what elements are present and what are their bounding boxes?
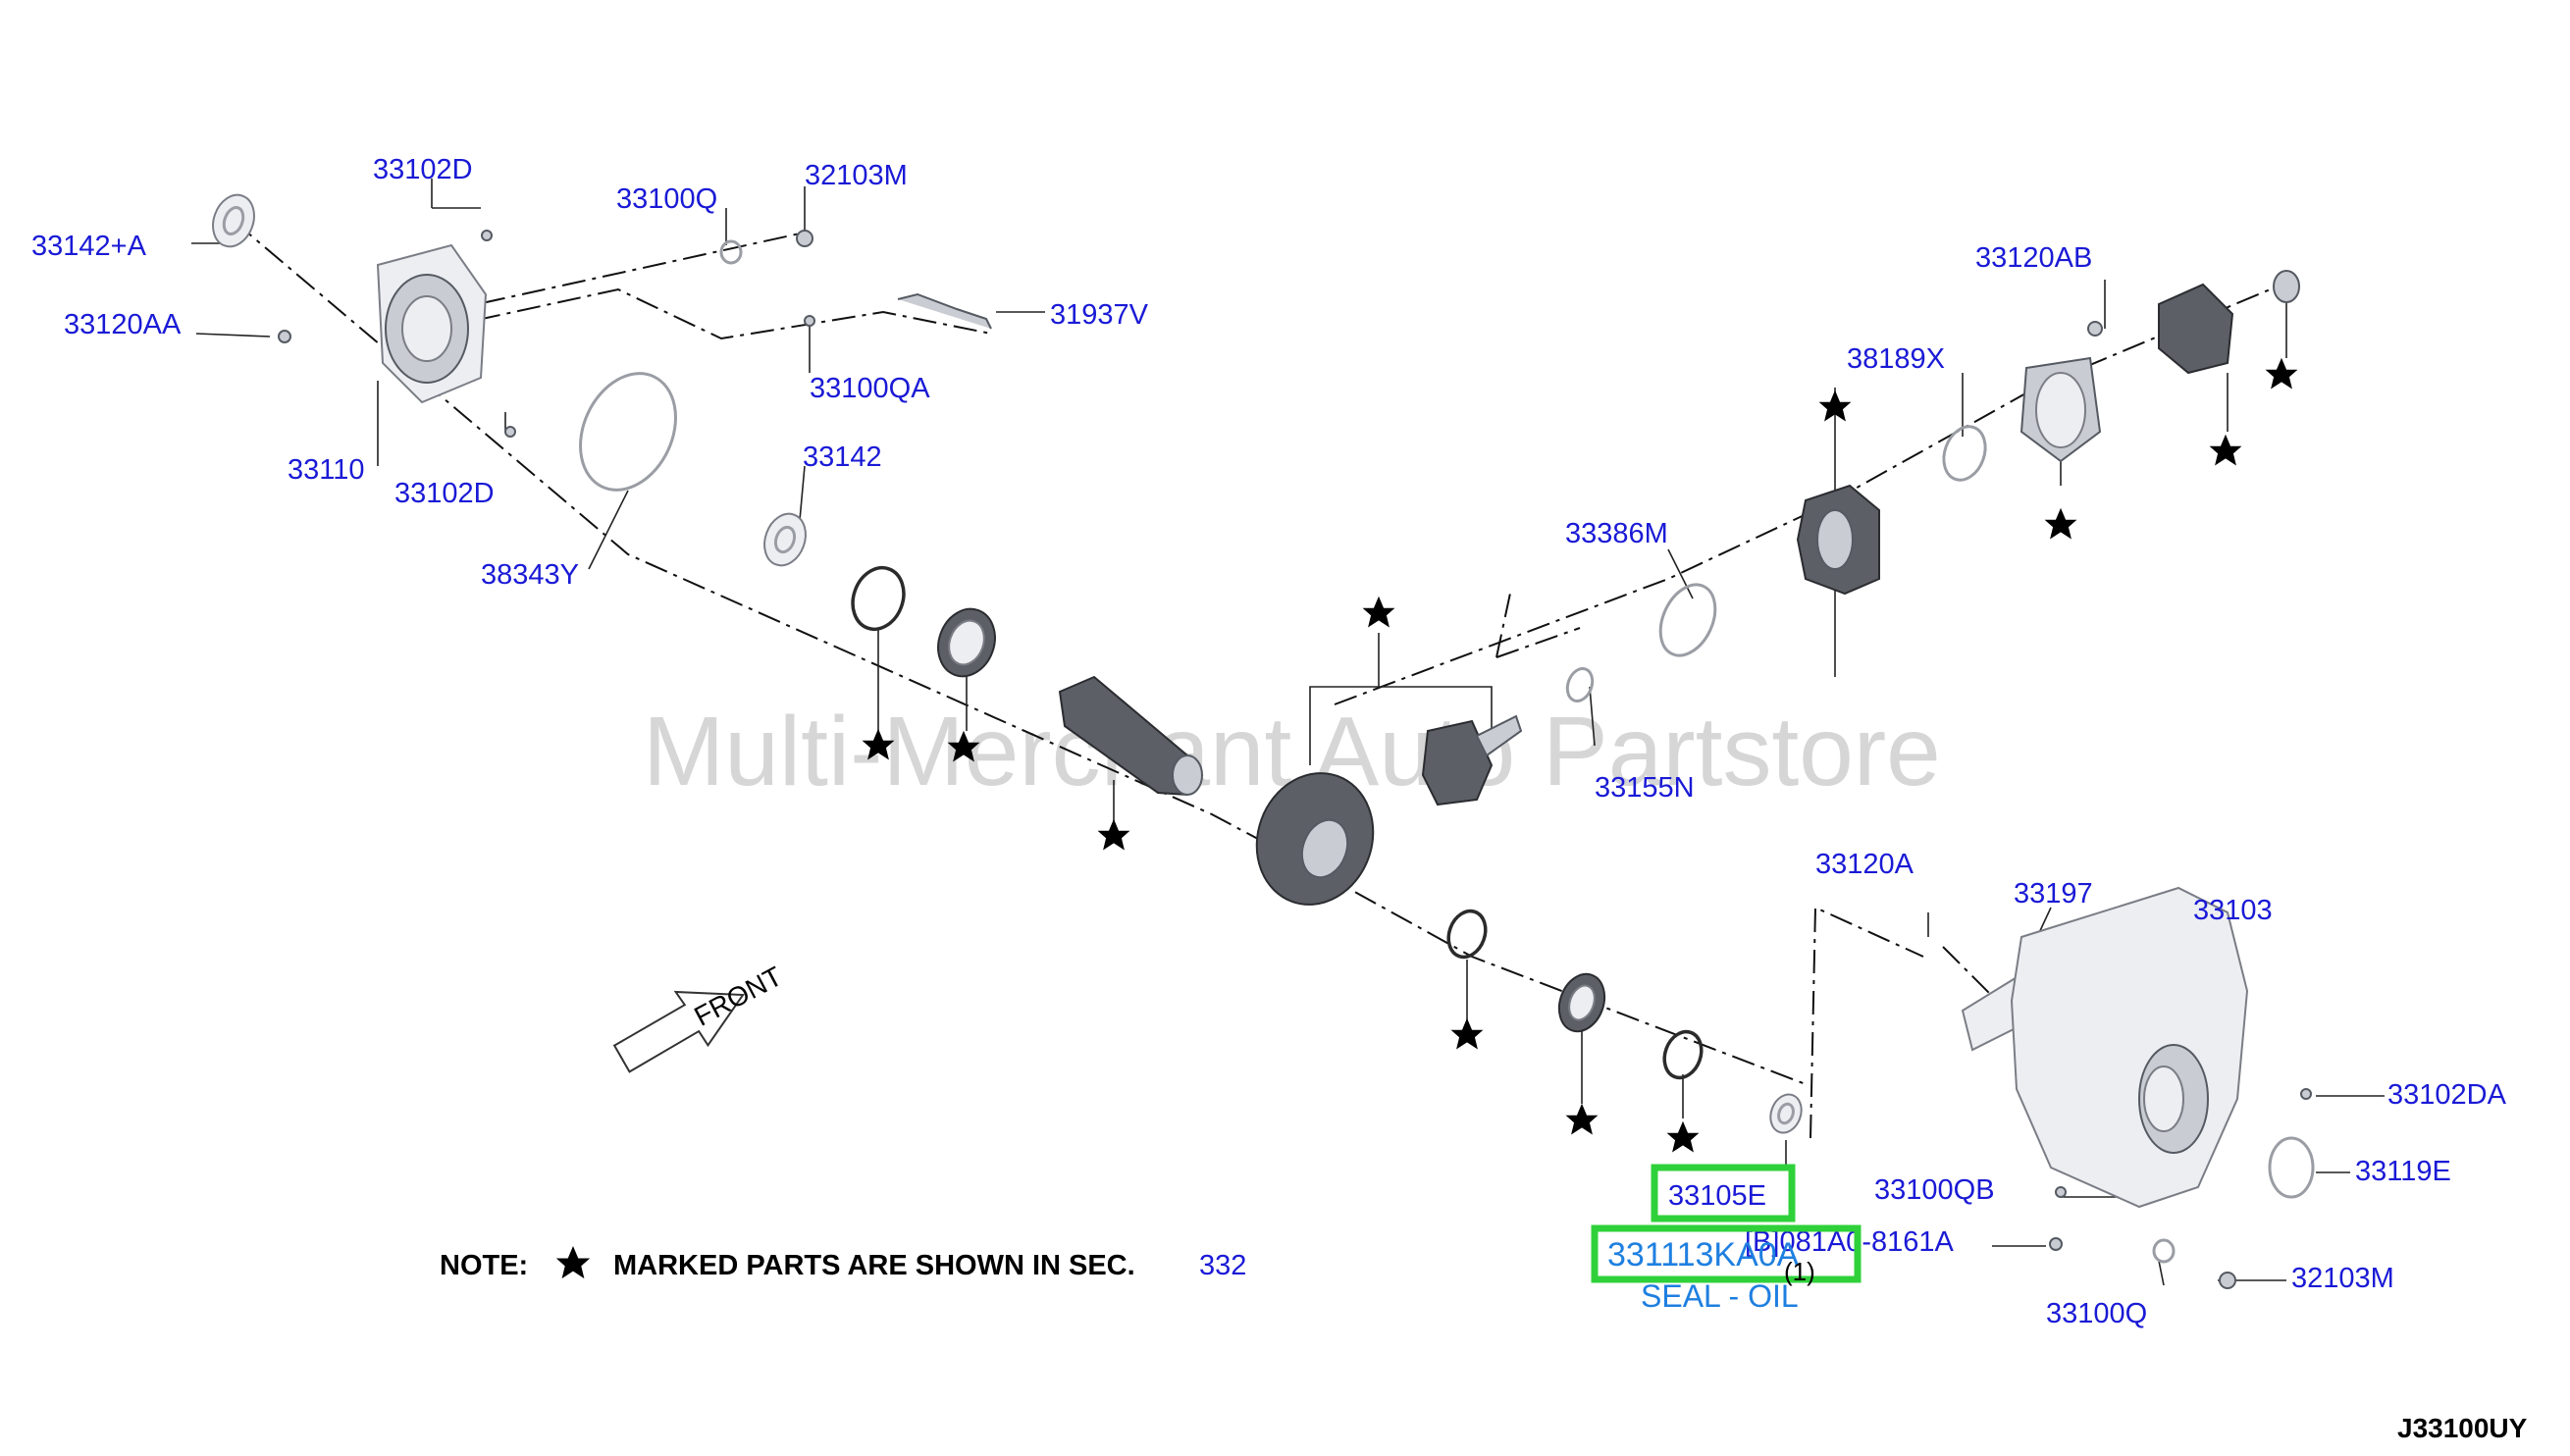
- part-label-33105e[interactable]: 33105E: [1668, 1180, 1766, 1212]
- part-label-33120a[interactable]: 33120A: [1815, 849, 1914, 880]
- leader-lines: [191, 179, 2385, 1286]
- marked-part-stars: [555, 357, 2298, 1279]
- left-cover-group: [212, 193, 992, 567]
- part-label-33142-a[interactable]: 33142+A: [31, 231, 147, 262]
- part-label-33110[interactable]: 33110: [288, 454, 365, 486]
- part-label-33120ab[interactable]: 33120AB: [1975, 242, 2092, 274]
- front-label: FRONT: [689, 961, 787, 1032]
- diagram-code: J33100UY: [2397, 1413, 2528, 1443]
- note-section-link[interactable]: 332: [1199, 1250, 1246, 1281]
- inner-rings-group: [851, 565, 1717, 906]
- highlight-box-part-number: [1591, 1224, 1862, 1283]
- part-label-33100q-bottom[interactable]: 33100Q: [2046, 1298, 2147, 1329]
- part-number[interactable]: 331113KA0A: [1607, 1236, 1800, 1274]
- highlight-box-33105e: [1651, 1164, 1796, 1222]
- part-label-31937v[interactable]: 31937V: [1050, 299, 1149, 331]
- star-icon: [1666, 1120, 1700, 1153]
- part-label-38189x[interactable]: 38189X: [1847, 343, 1945, 375]
- part-label-33142[interactable]: 33142: [803, 442, 882, 473]
- right-upper-group: [1796, 270, 2300, 596]
- part-label-32103m-top[interactable]: 32103M: [805, 160, 908, 191]
- part-label-33102d-top[interactable]: 33102D: [373, 154, 473, 185]
- star-icon: [555, 1246, 591, 1279]
- star-icon: [1565, 1103, 1599, 1135]
- part-label-33386m[interactable]: 33386M: [1565, 518, 1668, 549]
- star-icon: [947, 730, 980, 762]
- part-quantity: (1): [1784, 1257, 1815, 1286]
- part-label-33155n[interactable]: 33155N: [1595, 772, 1695, 804]
- note: NOTE: MARKED PARTS ARE SHOWN IN SEC. 332: [440, 1250, 1246, 1281]
- part-label-33102da[interactable]: 33102DA: [2387, 1079, 2507, 1111]
- star-icon: [1450, 1017, 1484, 1050]
- star-icon: [1097, 818, 1130, 851]
- star-icon: [1362, 596, 1395, 628]
- star-icon: [1818, 390, 1852, 422]
- front-arrow: FRONT: [612, 961, 787, 1073]
- part-label-33197[interactable]: 33197: [2014, 878, 2093, 910]
- star-icon: [2265, 357, 2298, 390]
- part-label-33103[interactable]: 33103: [2193, 895, 2273, 926]
- part-label-33119e[interactable]: 33119E: [2355, 1156, 2451, 1187]
- right-lower-group: [1446, 886, 2315, 1289]
- part-label-32103m-bottom[interactable]: 32103M: [2291, 1263, 2394, 1294]
- part-description[interactable]: SEAL - OIL: [1641, 1278, 1799, 1314]
- part-label-33100qb[interactable]: 33100QB: [1874, 1174, 1995, 1206]
- note-text: MARKED PARTS ARE SHOWN IN SEC.: [613, 1250, 1135, 1281]
- part-label-33120aa[interactable]: 33120AA: [64, 309, 182, 340]
- part-label-33100qa[interactable]: 33100QA: [810, 373, 930, 404]
- highlighted-part[interactable]: 33105E 331113KA0A (1) SEAL - OIL: [1591, 1164, 1862, 1314]
- note-prefix: NOTE:: [440, 1250, 528, 1281]
- star-icon: [2044, 507, 2077, 540]
- star-icon: [862, 728, 895, 760]
- part-label-38343y[interactable]: 38343Y: [481, 559, 579, 591]
- star-icon: [2209, 434, 2242, 466]
- part-label-33102d-bottom[interactable]: 33102D: [394, 478, 495, 509]
- part-label-33100q-top[interactable]: 33100Q: [616, 183, 717, 215]
